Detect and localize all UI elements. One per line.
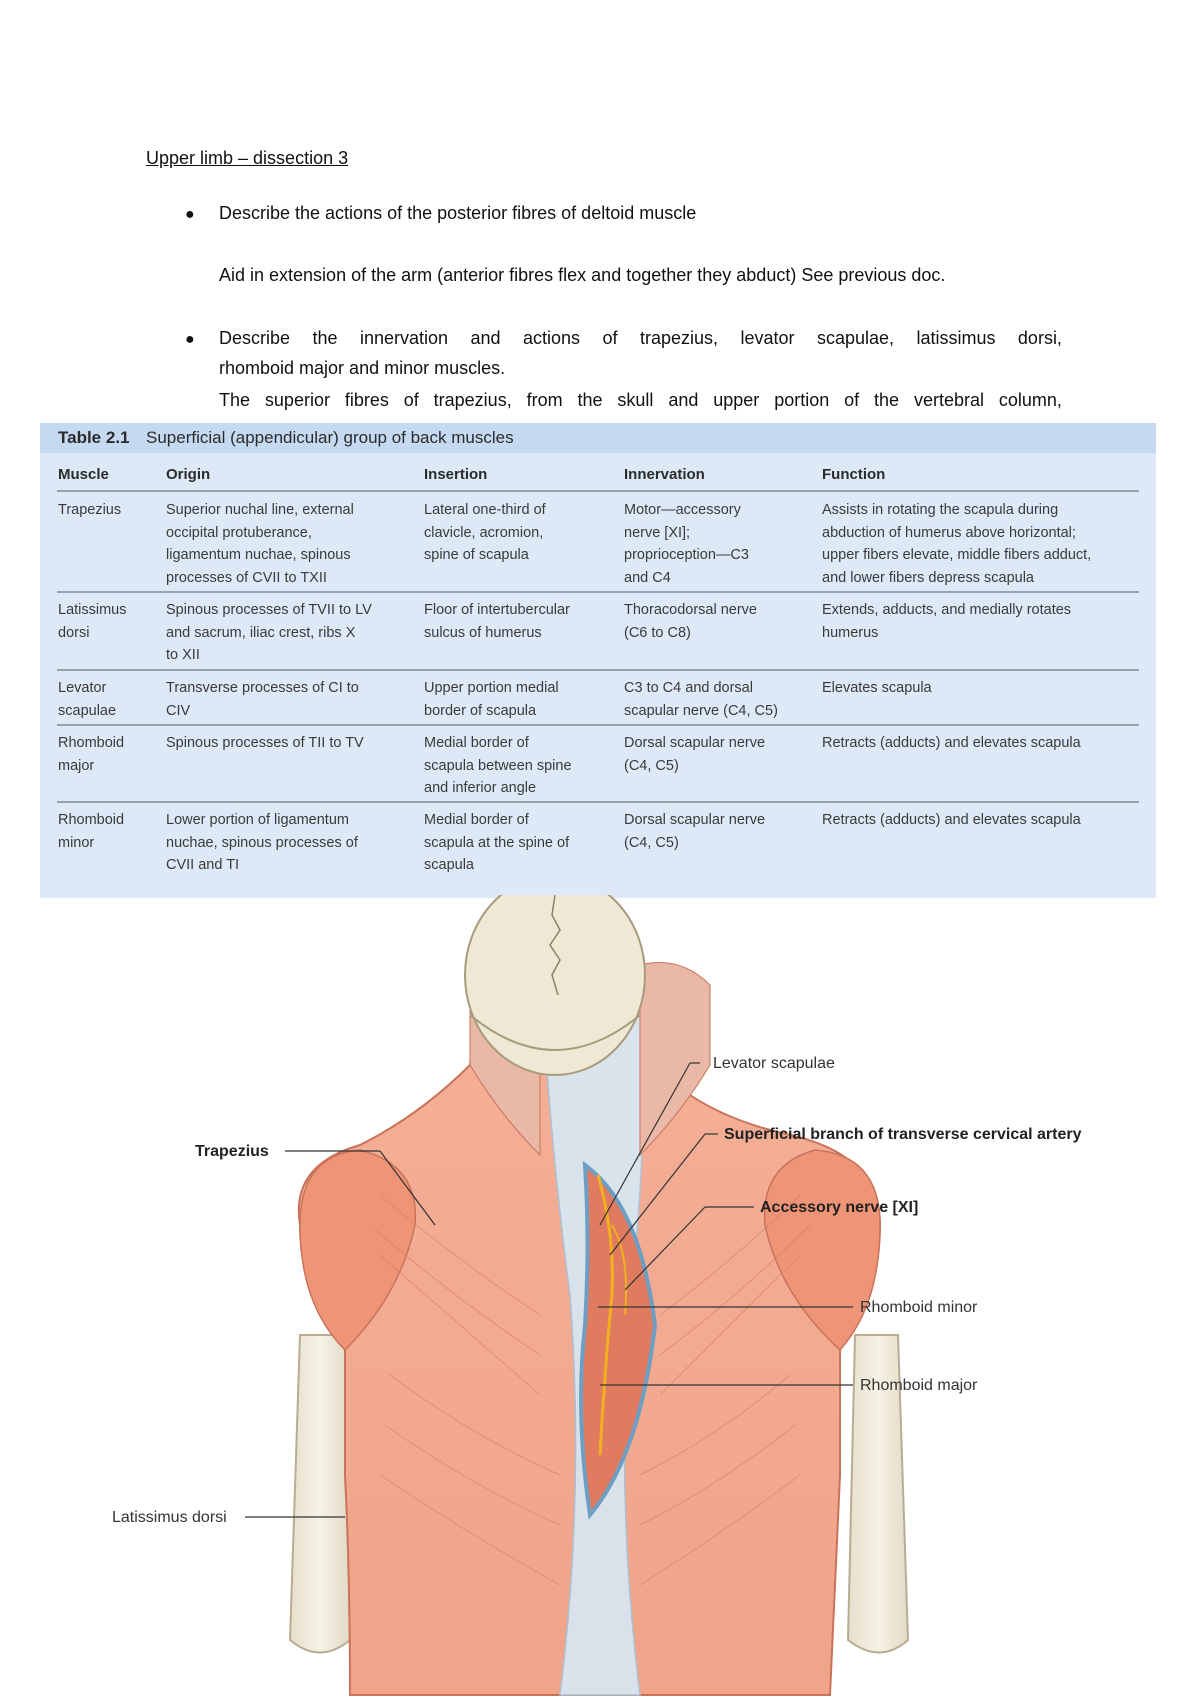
table-rule [57,490,1139,492]
cell-function: Elevates scapula [822,680,932,696]
word: dorsi, [1017,328,1062,348]
label-trapezius: Trapezius [195,1143,269,1160]
cell-innervation: Dorsal scapular nerve (C4, C5) [624,812,766,851]
word: column, [998,390,1062,410]
question-2-line-2: rhomboid major and minor muscles. [219,358,506,378]
word: the [577,390,603,410]
label-rhomboid-minor: Rhomboid minor [860,1299,978,1316]
right-arm-bone [846,1334,910,1654]
cell-function: Retracts (adducts) and elevates scapula [822,735,1081,751]
word: from [526,390,563,410]
cell-origin: Spinous processes of TII to TV [166,735,364,751]
word: skull [617,390,654,410]
cell-innervation: C3 to C4 and dorsal scapular nerve (C4, … [624,680,778,719]
left-arm-bone [288,1334,352,1654]
bullet-1: ● [185,206,195,223]
table-caption-text: Superficial (appendicular) group of back… [146,428,514,447]
word: scapulae, [816,328,894,348]
cell-insertion: Medial border of scapula at the spine of… [424,812,570,873]
cell-innervation: Dorsal scapular nerve (C4, C5) [624,735,766,774]
label-latissimus-dorsi: Latissimus dorsi [112,1509,227,1526]
cell-muscle: Trapezius [58,502,122,518]
cell-insertion: Medial border of scapula between spine a… [424,735,572,796]
col-header-insertion: Insertion [424,466,488,483]
table-title-bar: Table 2.1 Superficial (appendicular) gro… [40,423,1156,453]
muscles-table: Table 2.1 Superficial (appendicular) gro… [40,423,1156,898]
word: upper [713,390,760,410]
cell-origin: Spinous processes of TVII to LV and sacr… [166,602,372,663]
word: of [403,390,419,410]
cell-insertion: Floor of intertubercular sulcus of humer… [424,602,570,641]
word: levator [740,328,795,348]
cell-insertion: Upper portion medial border of scapula [424,680,559,719]
bullet-2: ● [185,331,195,348]
cell-muscle: Levator scapulae [58,680,117,719]
skull [464,895,646,1076]
table-rule [57,591,1139,593]
cell-muscle: Rhomboid major [58,735,125,774]
word: superior [264,390,330,410]
word: latissimus [916,328,996,348]
muscle-fibers [369,1194,811,1586]
cell-muscle: Latissimus dorsi [58,602,127,641]
word: the [874,390,900,410]
cell-origin: Transverse processes of CI to CIV [166,680,359,719]
col-header-muscle: Muscle [58,466,109,483]
label-levator-scapulae: Levator scapulae [713,1055,835,1072]
word: trapezius, [433,390,512,410]
word: portion [774,390,830,410]
word: vertebral [913,390,984,410]
col-header-function: Function [822,466,886,483]
right-deltoid [763,1149,881,1352]
word: trapezius, [639,328,718,348]
word: and [470,328,501,348]
document-heading: Upper limb – dissection 3 [146,148,349,168]
dissection-window [579,1160,658,1520]
back-muscles-illustration: Levator scapulae Superficial branch of t… [112,895,1082,1696]
cell-function: Retracts (adducts) and elevates scapula [822,812,1081,828]
word: of [602,328,618,348]
answer-1: Aid in extension of the arm (anterior fi… [219,265,946,285]
word: The [219,390,251,410]
word: actions [522,328,581,348]
leader-lines [245,1062,853,1518]
label-superficial-branch: Superficial branch of transverse cervica… [724,1126,1082,1143]
word: the [312,328,338,348]
cell-origin: Lower portion of ligamentum nuchae, spin… [166,812,358,873]
table-rule [57,724,1139,726]
word: innervation [359,328,449,348]
cell-function: Extends, adducts, and medially rotates h… [822,602,1072,641]
word: and [668,390,699,410]
col-header-innervation: Innervation [624,466,705,483]
cell-muscle: Rhomboid minor [58,812,125,851]
word: Describe [219,328,291,348]
cell-innervation: Motor—accessory nerve [XI]; propriocepti… [624,502,749,586]
word: of [844,390,860,410]
col-header-origin: Origin [166,466,211,483]
question-1: Describe the actions of the posterior fi… [219,203,697,223]
cell-insertion: Lateral one-third of clavicle, acromion,… [424,502,546,563]
cell-innervation: Thoracodorsal nerve (C6 to C8) [624,602,757,641]
label-accessory-nerve: Accessory nerve [XI] [760,1199,918,1216]
nerve-branch [611,1224,628,1316]
cell-origin: Superior nuchal line, external occipital… [166,502,354,586]
label-rhomboid-major: Rhomboid major [860,1377,978,1394]
table-rule [57,669,1139,671]
cell-function: Assists in rotating the scapula during a… [822,502,1092,586]
table-rule [57,801,1139,803]
question-2-line-1: Describe the innervation and actions of trapez… [219,328,1062,349]
table-caption-number: Table 2.1 [58,428,130,447]
word: fibres [344,390,389,410]
